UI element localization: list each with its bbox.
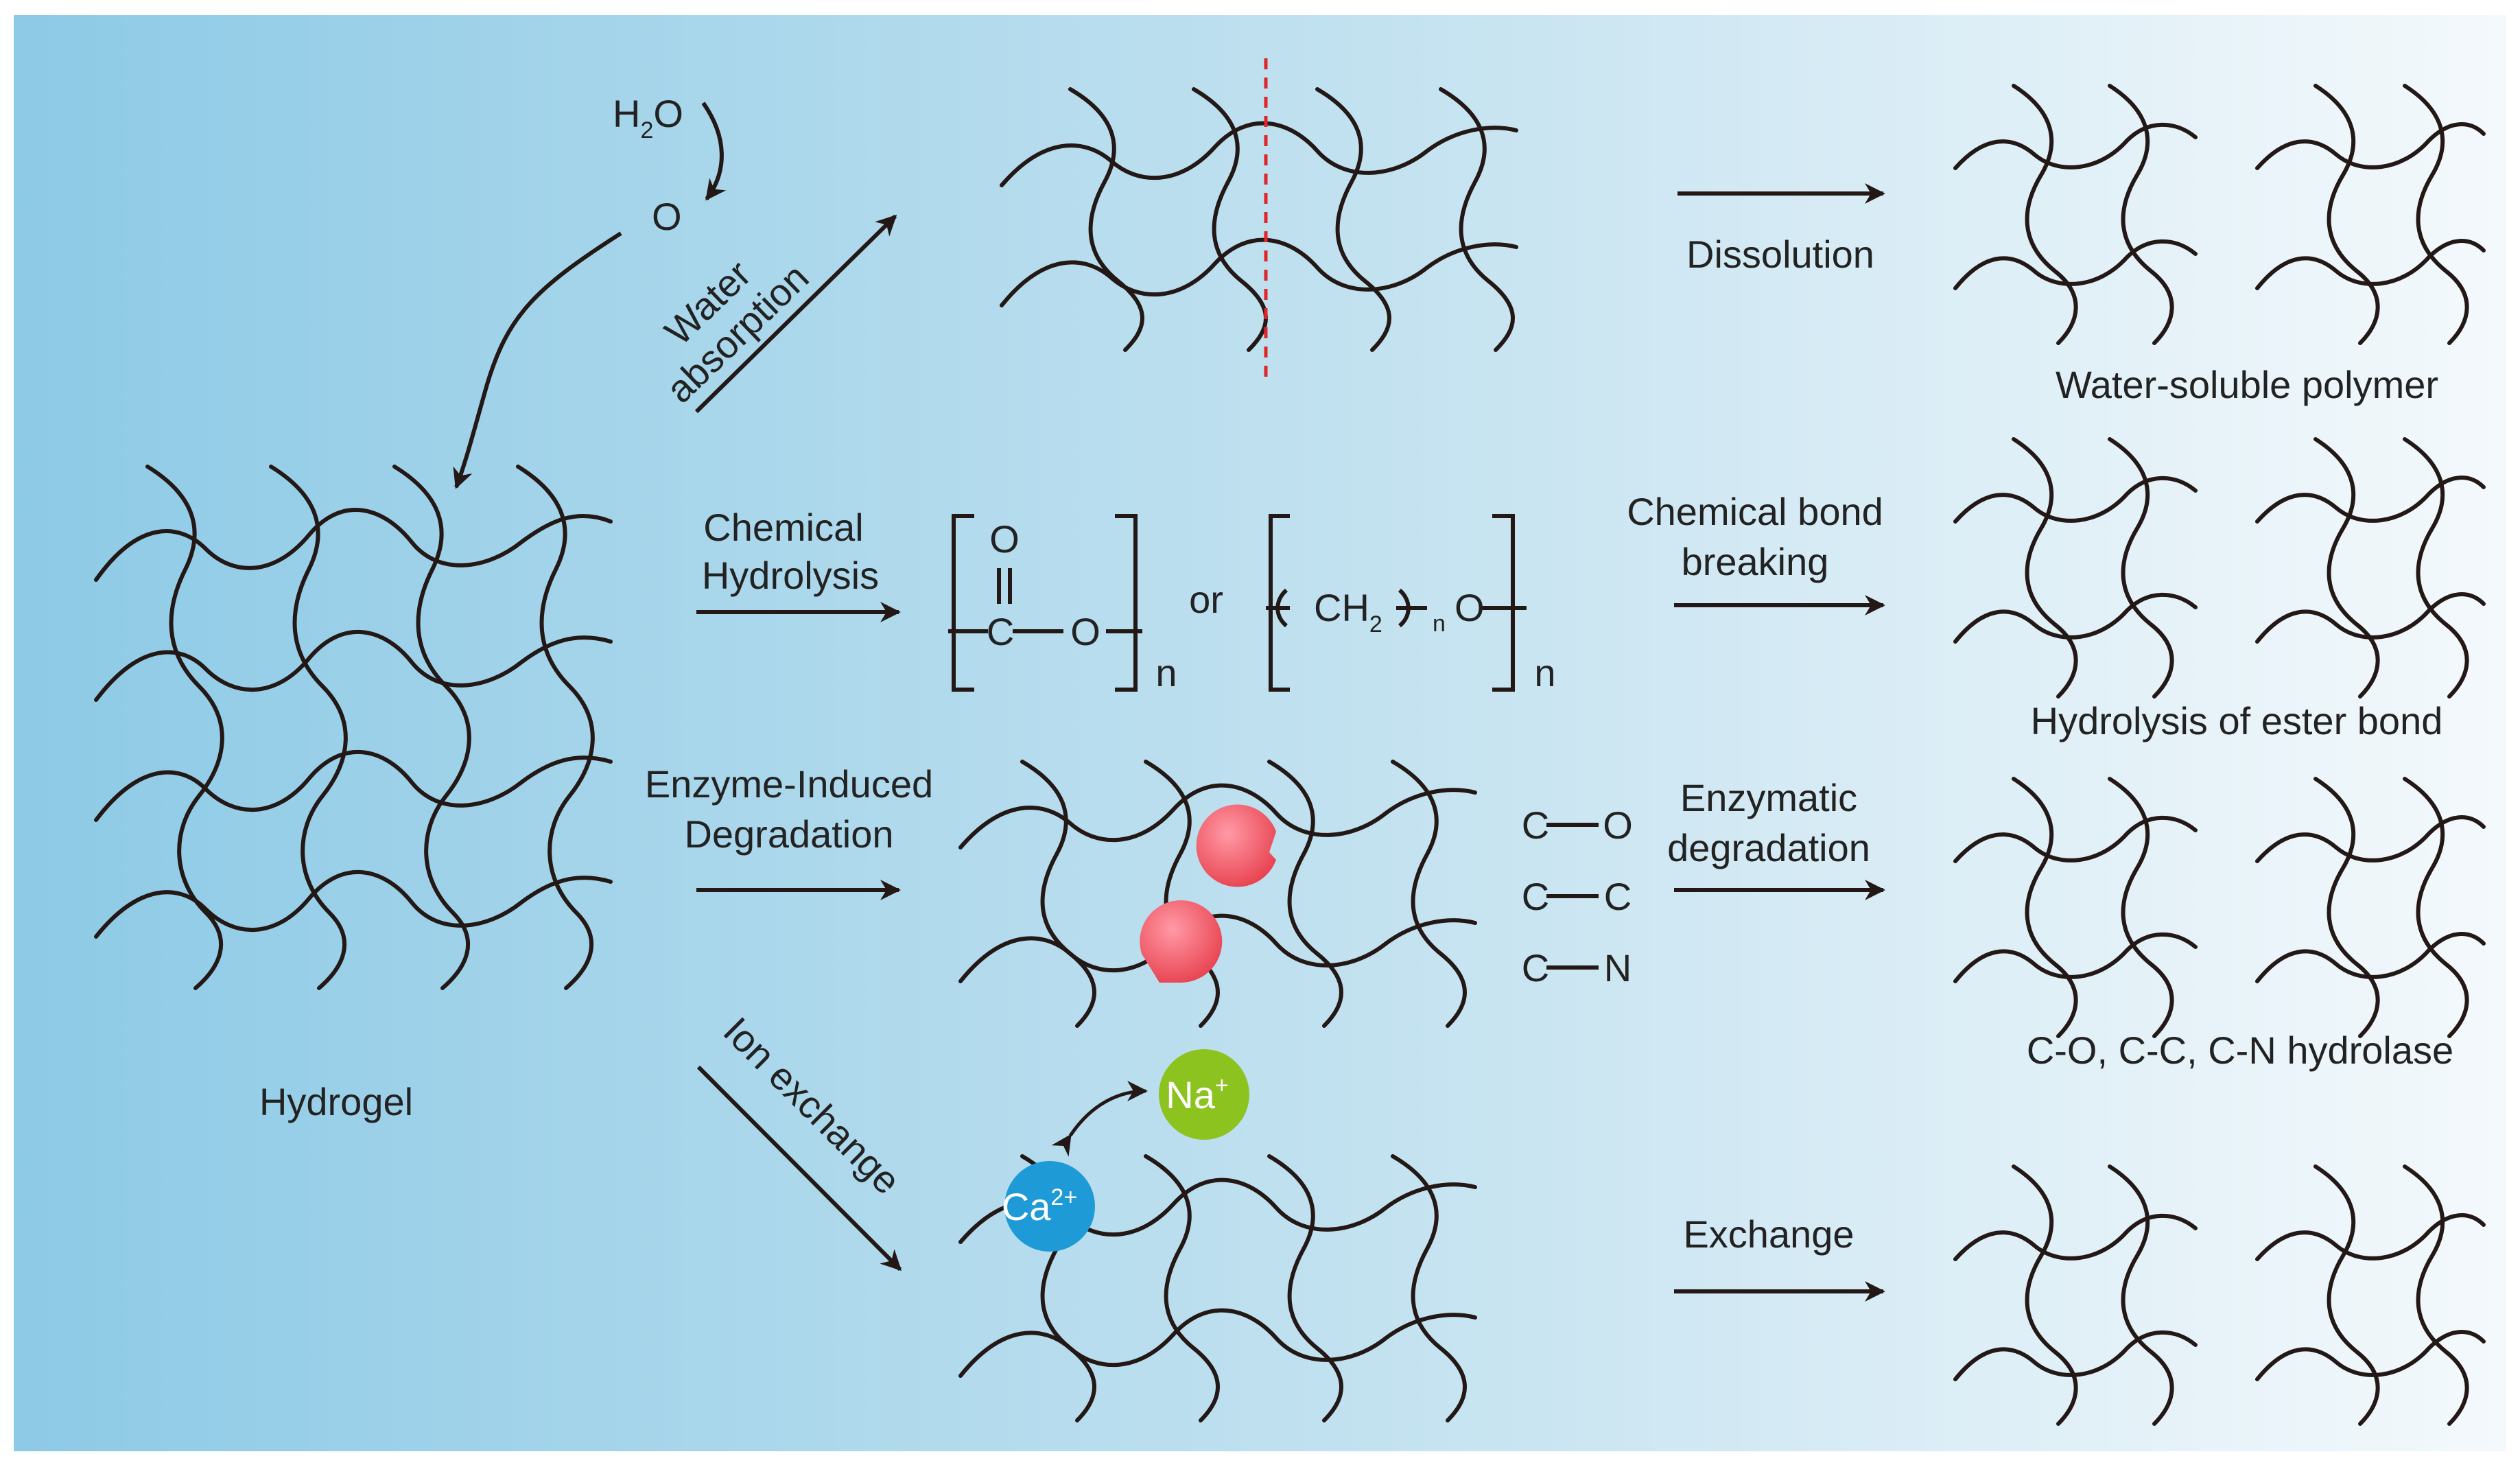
bond1-atom-b: O bbox=[1603, 804, 1633, 847]
calcium-ion bbox=[1004, 1161, 1095, 1252]
enzyme-1 bbox=[1196, 804, 1276, 887]
water-absorption-arrow bbox=[694, 214, 897, 414]
ch2-group: CH2 bbox=[1314, 586, 1382, 637]
ether-structure bbox=[1266, 514, 1527, 692]
ester-structure bbox=[948, 514, 1142, 692]
bond-list bbox=[1546, 823, 1599, 970]
sodium-ion-label: Na+ bbox=[1166, 1073, 1228, 1116]
ester-carbon: C bbox=[987, 610, 1014, 653]
bond3-atom-a: C bbox=[1522, 946, 1549, 989]
oxygen-label: O bbox=[652, 195, 682, 238]
hydrogel-network bbox=[94, 465, 613, 990]
hydrolase-label: C-O, C-C, C-N hydrolase bbox=[2027, 1029, 2453, 1072]
water-soluble-fragments bbox=[1953, 84, 2486, 345]
bond2-atom-a: C bbox=[1522, 875, 1549, 918]
water-network bbox=[1000, 87, 1518, 352]
bond2-atom-b: C bbox=[1604, 875, 1632, 918]
water-molecule: H2O O bbox=[453, 92, 727, 489]
dissolution-label: Dissolution bbox=[1686, 233, 1874, 276]
svg-text:H2O: H2O bbox=[613, 92, 683, 143]
ester-repeat-n: n bbox=[1155, 651, 1177, 694]
water-curved-arrow bbox=[453, 231, 622, 489]
bond1-atom-a: C bbox=[1522, 804, 1549, 847]
ether-oxygen: O bbox=[1455, 586, 1485, 629]
hydrolysis-ester-label: Hydrolysis of ester bond bbox=[2031, 699, 2443, 742]
ion-swap-arrow bbox=[1051, 1081, 1148, 1157]
hydrogel-label: Hydrogel bbox=[259, 1080, 413, 1123]
ch2-repeat-n: n bbox=[1433, 611, 1446, 637]
enzyme-network bbox=[958, 760, 1477, 1028]
sodium-ion bbox=[1159, 1049, 1249, 1140]
exchange-label: Exchange bbox=[1683, 1212, 1854, 1256]
calcium-ion-label: Ca2+ bbox=[1002, 1184, 1077, 1228]
water-soluble-label: Water-soluble polymer bbox=[2056, 363, 2438, 406]
ester-oxygen: O bbox=[1070, 610, 1100, 653]
or-label: or bbox=[1189, 578, 1223, 621]
ester-top-oxygen: O bbox=[989, 517, 1020, 561]
exchange-fragments bbox=[1953, 1164, 2486, 1426]
background bbox=[14, 15, 2506, 1451]
bond3-atom-b: N bbox=[1604, 946, 1632, 989]
ion-exchange-arrow bbox=[696, 1065, 902, 1271]
enzyme-2 bbox=[1140, 900, 1223, 983]
ion-network bbox=[958, 1154, 1477, 1422]
hydrolysis-fragments bbox=[1953, 437, 2486, 699]
ether-repeat-n: n bbox=[1534, 651, 1555, 694]
hydrolase-fragments bbox=[1953, 777, 2486, 1038]
